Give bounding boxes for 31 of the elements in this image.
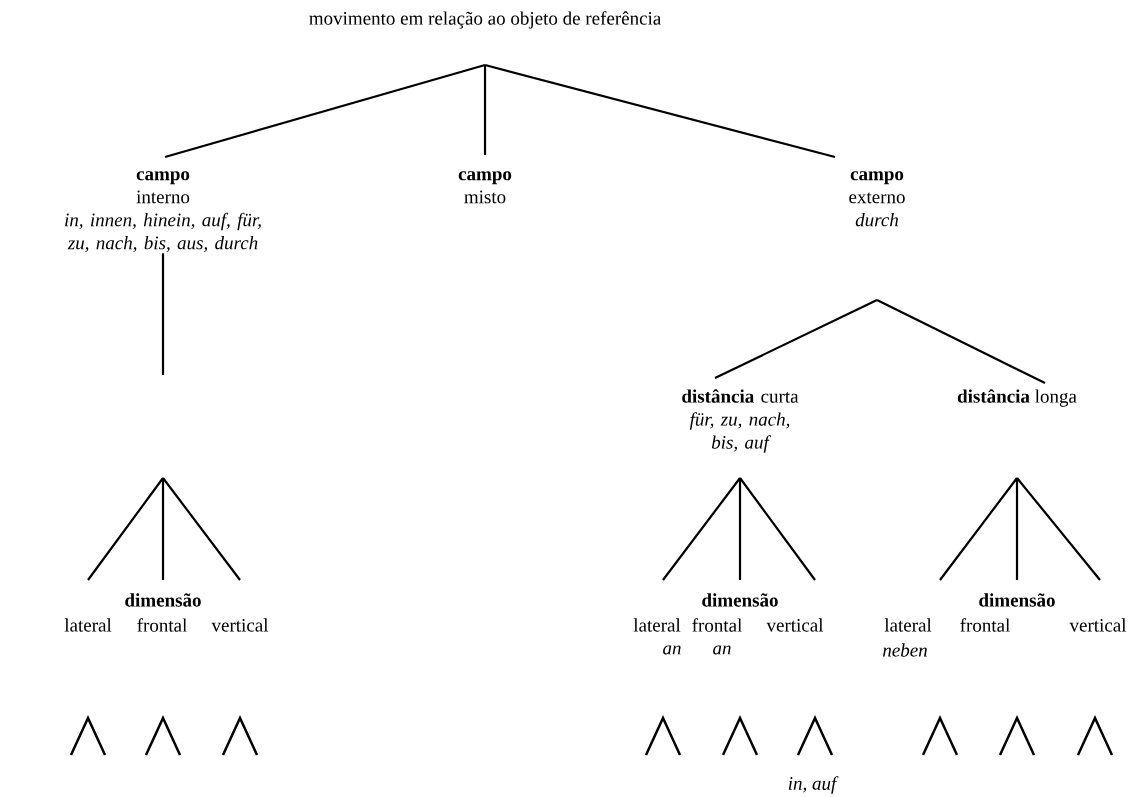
tree-branch — [483, 65, 487, 155]
tree-branch — [661, 476, 817, 582]
tree-node-label: distância longa — [957, 389, 1077, 407]
note-text: in, auf — [788, 776, 839, 794]
tree-node-label: an — [663, 645, 681, 655]
tree-node-label: frontal — [692, 618, 742, 632]
tree-branch — [876, 299, 1046, 384]
tree-node-label: dimensão — [125, 593, 201, 607]
tree-branch — [484, 63, 836, 159]
tree-node-label: lateral — [633, 618, 681, 632]
tree-node-label: dimensão — [979, 593, 1055, 607]
tree-node-label: movimento em relação ao objeto de referência — [309, 11, 661, 29]
tree-node-label: lateral — [884, 618, 932, 632]
tree-node-label: distância curta für, zu, nach, bis, auf — [682, 389, 799, 453]
tree-node-label: campo externo durch — [849, 171, 905, 227]
tree-node-label: vertical — [1069, 618, 1127, 632]
tree-node-label: neben — [883, 643, 927, 657]
tree-node-label: campo interno in, innen, hinein, auf, für, zu, nach, bis, aus, durch — [65, 171, 261, 253]
tree-node-label: frontal — [960, 618, 1010, 632]
tree-node-label: vertical — [211, 618, 269, 632]
tree-branch — [164, 63, 486, 159]
tree-node-label: frontal — [137, 618, 187, 632]
tree-branch — [86, 476, 242, 582]
tree-node-label: lateral — [64, 618, 112, 632]
tree-branch — [938, 476, 1102, 582]
tree-node-label: campo misto — [458, 171, 512, 204]
tree-branch — [714, 299, 878, 379]
tree-branch — [161, 253, 165, 375]
tree-node-label: dimensão — [702, 593, 778, 607]
tree-node-label: an — [713, 645, 731, 655]
tree-node-label: vertical — [766, 618, 824, 632]
